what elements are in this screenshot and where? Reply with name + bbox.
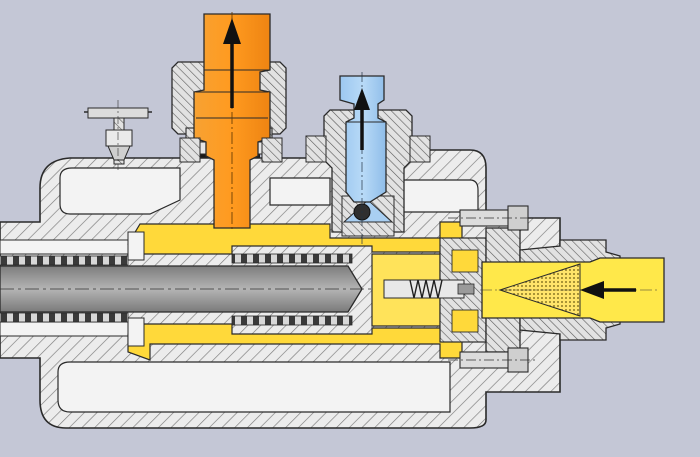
right-inlet-fitting xyxy=(448,205,665,373)
cold-return-fitting xyxy=(323,72,413,246)
arrow-left-icon xyxy=(580,281,636,299)
arrow-up-icon xyxy=(354,88,370,150)
hand-valve-icon xyxy=(84,100,152,170)
left-tube xyxy=(0,239,353,337)
arrow-up-icon xyxy=(223,18,241,108)
side-ports xyxy=(179,135,431,163)
central-rod xyxy=(0,265,380,313)
hot-outlet-fitting xyxy=(171,12,287,232)
nozzle-block xyxy=(383,237,487,343)
collar xyxy=(127,231,145,347)
